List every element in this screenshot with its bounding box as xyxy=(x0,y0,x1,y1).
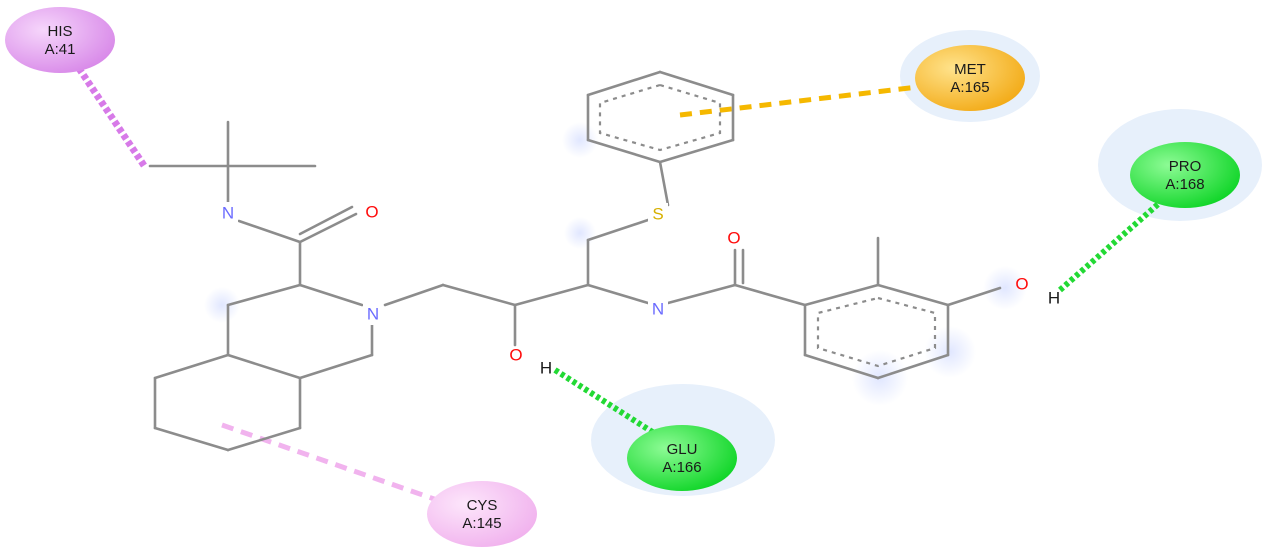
residue-cys145-id: A:145 xyxy=(462,515,501,532)
aromatic-markers xyxy=(598,83,937,368)
residue-met165-id: A:165 xyxy=(950,79,989,96)
residue-glu166-id: A:166 xyxy=(662,459,701,476)
atom-n-ring: N xyxy=(367,305,379,324)
atom-o-amide2: O xyxy=(727,229,740,248)
hbond-pro168 xyxy=(1058,182,1182,293)
residue-cys145[interactable]: CYS A:145 xyxy=(427,481,537,547)
atom-n-amide: N xyxy=(222,204,234,223)
residue-pro168[interactable]: PRO A:168 xyxy=(1130,142,1240,208)
residue-his41-name: HIS xyxy=(47,23,72,40)
residue-met165-name: MET xyxy=(954,61,986,78)
residue-pro168-id: A:168 xyxy=(1165,176,1204,193)
residue-glu166[interactable]: GLU A:166 xyxy=(627,425,737,491)
hbond-glu166 xyxy=(553,367,667,443)
atom-o-phenol: O xyxy=(1015,275,1028,294)
atom-o-hydroxyl: O xyxy=(509,346,522,365)
residue-glu166-name: GLU xyxy=(667,441,698,458)
residue-pro168-name: PRO xyxy=(1169,158,1202,175)
atom-labels: N O N O H S N O O H xyxy=(218,202,1060,378)
pi-alkyl-cys145 xyxy=(221,422,461,511)
atom-h-hydroxyl: H xyxy=(540,359,552,378)
residue-his41-id: A:41 xyxy=(45,41,76,58)
atom-h-phenol: H xyxy=(1048,289,1060,308)
alkyl-his41 xyxy=(67,53,148,169)
atom-n-amide2: N xyxy=(652,300,664,319)
atom-s-thioether: S xyxy=(652,205,663,224)
atom-o-amide: O xyxy=(365,203,378,222)
pi-sulfur-met165 xyxy=(679,82,936,118)
residue-cys145-name: CYS xyxy=(467,497,498,514)
molecule-bonds xyxy=(148,70,1002,452)
residue-met165[interactable]: MET A:165 xyxy=(915,45,1025,111)
residue-his41[interactable]: HIS A:41 xyxy=(5,7,115,73)
